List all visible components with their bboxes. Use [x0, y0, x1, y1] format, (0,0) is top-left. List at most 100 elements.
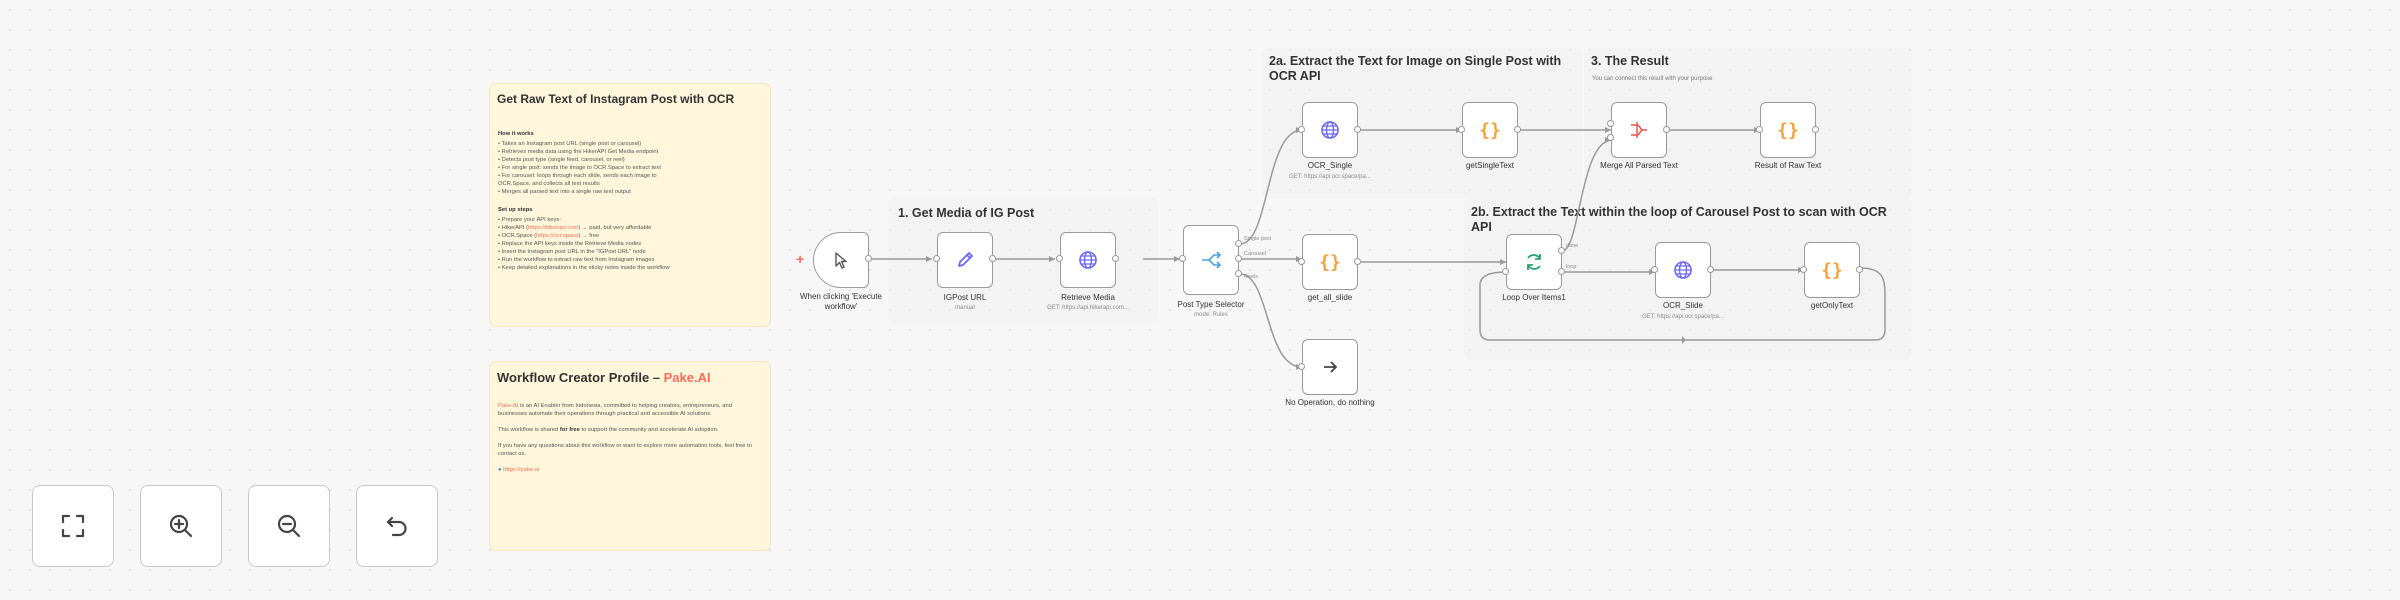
- ocr-space-link[interactable]: https://ocr.space: [536, 233, 579, 239]
- edge-loop-merge: [1561, 139, 1612, 252]
- retrieve-media-node[interactable]: [1060, 232, 1116, 288]
- hikerapi-link[interactable]: https://hikerapi.com: [528, 225, 579, 231]
- loop-over-items-node[interactable]: [1506, 234, 1562, 290]
- website-link[interactable]: ● https://pake.ai: [498, 467, 540, 473]
- output-label: Reels: [1244, 274, 1259, 280]
- zoom-out-button[interactable]: [248, 485, 330, 567]
- creator-text: Pake.AI is an AI Enabler from Indonesia,…: [498, 402, 760, 474]
- undo-icon: [386, 516, 407, 537]
- input-port[interactable]: [1651, 266, 1658, 273]
- output-port-done[interactable]: [1558, 247, 1565, 254]
- setup-item: • Prepare your API keys:: [498, 217, 561, 223]
- how-heading: How it works: [498, 131, 534, 137]
- node-subtitle: GET: https://api.hikerapi.com...: [1047, 305, 1129, 311]
- creator-title: Workflow Creator Profile – Pake.AI: [497, 370, 711, 385]
- output-port[interactable]: [1514, 126, 1521, 133]
- zoom-in-button[interactable]: [140, 485, 222, 567]
- group-subtitle: You can connect this result with your pu…: [1592, 76, 1713, 82]
- igpost-url-node[interactable]: [937, 232, 993, 288]
- output-port[interactable]: [1812, 126, 1819, 133]
- output-port[interactable]: [989, 255, 996, 262]
- node-label: getOnlyText: [1810, 301, 1854, 310]
- output-port-single[interactable]: [1235, 240, 1242, 247]
- fit-view-button[interactable]: [32, 485, 114, 567]
- setup-item: • Insert the Instagram post URL in the "…: [498, 249, 646, 255]
- input-port[interactable]: [1298, 126, 1305, 133]
- get-only-text-node[interactable]: {}: [1804, 242, 1860, 298]
- code-braces-icon: {}: [1777, 119, 1799, 141]
- output-port[interactable]: [1856, 266, 1863, 273]
- node-subtitle: mode: Rules: [1194, 312, 1228, 318]
- output-port[interactable]: [1663, 126, 1670, 133]
- output-port-loop[interactable]: [1558, 268, 1565, 275]
- how-item: • Takes an Instagram post URL (single po…: [498, 141, 642, 147]
- edge-selector-noop: [1239, 273, 1303, 368]
- output-label: done: [1566, 243, 1579, 249]
- input-port[interactable]: [1756, 126, 1763, 133]
- arrow-right-icon: [1324, 361, 1338, 373]
- reset-zoom-button[interactable]: [356, 485, 438, 567]
- result-raw-text-node[interactable]: {}: [1760, 102, 1816, 158]
- output-port[interactable]: [1707, 266, 1714, 273]
- group-title: 2a. Extract the Text for Image on Single…: [1269, 54, 1562, 83]
- input-port-1[interactable]: [1607, 120, 1614, 127]
- output-port[interactable]: [1354, 126, 1361, 133]
- how-item: • Merges all parsed text into a single r…: [498, 189, 631, 195]
- input-port-2[interactable]: [1607, 134, 1614, 141]
- code-braces-icon: {}: [1319, 251, 1341, 273]
- input-port[interactable]: [1800, 266, 1807, 273]
- setup-item: • Replace the API keys inside the Retrie…: [498, 241, 642, 247]
- output-port-reels[interactable]: [1235, 270, 1242, 277]
- node-label: getSingleText: [1465, 161, 1515, 170]
- node-label: Result of Raw Text: [1754, 161, 1822, 170]
- node-label: Merge All Parsed Text: [1600, 161, 1678, 170]
- output-port[interactable]: [1112, 255, 1119, 262]
- note-title: Get Raw Text of Instagram Post with OCR: [497, 92, 735, 106]
- get-single-text-node[interactable]: {}: [1462, 102, 1518, 158]
- add-trigger-plus-icon[interactable]: +: [796, 251, 805, 267]
- ocr-single-node[interactable]: [1302, 102, 1358, 158]
- input-port[interactable]: [1056, 255, 1063, 262]
- how-item: • For single post: sends the image to OC…: [498, 165, 661, 171]
- zoom-in-icon: [169, 514, 193, 538]
- description-sticky-note[interactable]: Get Raw Text of Instagram Post with OCR …: [490, 84, 770, 326]
- edge-selector-ocr-single: [1239, 129, 1303, 245]
- switch-icon: [1202, 251, 1222, 269]
- ocr-slide-node[interactable]: [1655, 242, 1711, 298]
- output-port[interactable]: [1354, 258, 1361, 265]
- input-port[interactable]: [1179, 255, 1186, 262]
- manual-trigger-node[interactable]: [813, 232, 869, 288]
- code-braces-icon: {}: [1479, 119, 1501, 141]
- input-port[interactable]: [1298, 363, 1305, 370]
- node-label: When clicking 'Execute workflow': [799, 292, 882, 311]
- setup-item-ocr: • OCR.Space (https://ocr.space) → free: [498, 233, 600, 239]
- node-label: Post Type Selector: [1177, 300, 1245, 309]
- input-port[interactable]: [1458, 126, 1465, 133]
- output-label: loop: [1566, 264, 1577, 270]
- node-label: Retrieve Media: [1061, 293, 1115, 302]
- group-title: 2b. Extract the Text within the loop of …: [1471, 205, 1887, 234]
- merge-node[interactable]: [1611, 102, 1667, 158]
- node-subtitle: GET: https://api.ocr.space/pa...: [1289, 174, 1371, 180]
- loop-refresh-icon: [1527, 254, 1541, 270]
- cursor-icon: [835, 252, 847, 269]
- post-type-selector-node[interactable]: [1183, 225, 1239, 295]
- get-all-slide-node[interactable]: {}: [1302, 234, 1358, 290]
- node-label: No Operation, do nothing: [1285, 398, 1375, 407]
- output-port-carousel[interactable]: [1235, 255, 1242, 262]
- output-label: Carousel: [1244, 251, 1267, 257]
- creator-profile-sticky-note[interactable]: Workflow Creator Profile – Pake.AI Pake.…: [490, 362, 770, 550]
- node-subtitle: manual: [955, 305, 975, 311]
- merge-icon: [1631, 122, 1647, 138]
- input-port[interactable]: [1502, 268, 1509, 275]
- code-braces-icon: {}: [1821, 259, 1843, 281]
- input-port[interactable]: [933, 255, 940, 262]
- output-port[interactable]: [865, 255, 872, 262]
- how-item: • Retrieves media data using the HikerAP…: [498, 149, 659, 155]
- no-operation-node[interactable]: [1302, 339, 1358, 395]
- globe-icon: ●: [498, 467, 502, 473]
- input-port[interactable]: [1298, 258, 1305, 265]
- node-label: OCR_Single: [1307, 161, 1353, 170]
- setup-heading: Set up steps: [498, 207, 533, 213]
